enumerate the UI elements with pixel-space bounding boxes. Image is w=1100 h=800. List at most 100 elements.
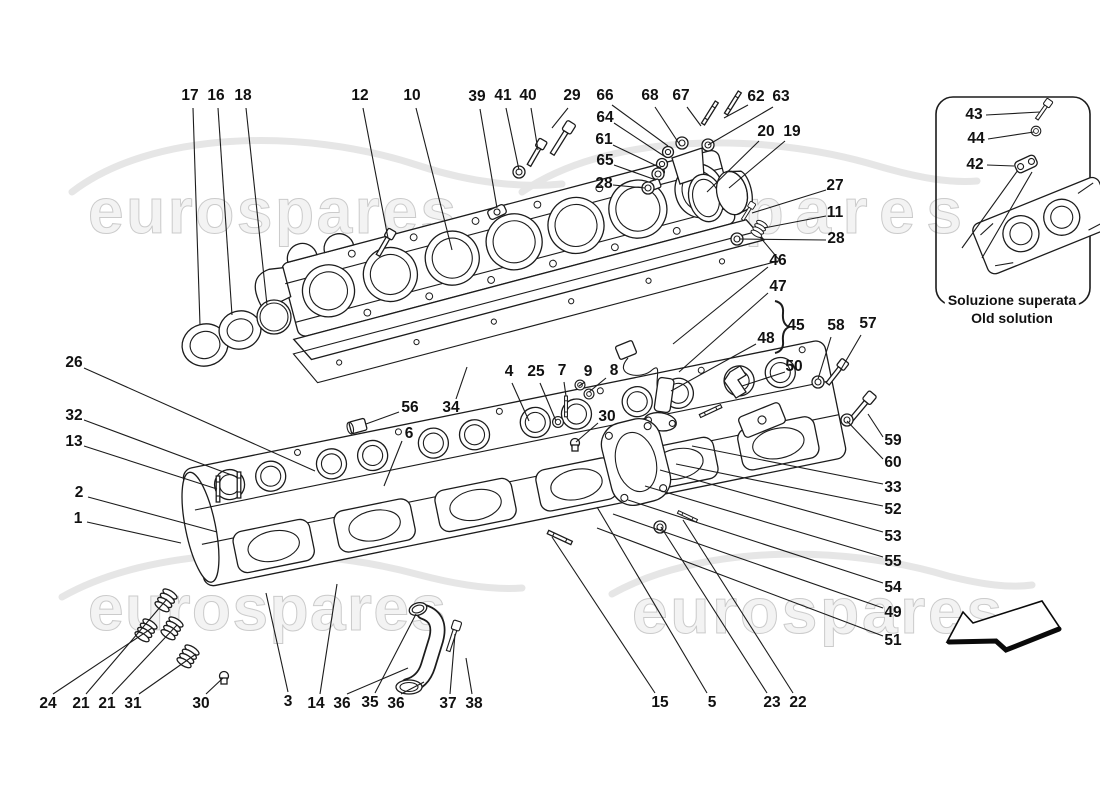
leader-line-11 (763, 215, 827, 229)
leader-line-63 (707, 106, 774, 146)
part-label-31: 31 (124, 695, 142, 712)
part-label-33: 33 (884, 479, 902, 496)
leader-line-50 (741, 371, 786, 387)
leader-line-54 (627, 499, 884, 584)
leader-line-15 (551, 536, 656, 694)
leader-line-40 (530, 107, 539, 151)
part-label-55: 55 (884, 553, 902, 570)
part-label-47: 47 (769, 278, 787, 295)
part-label-64: 64 (596, 109, 614, 126)
inset-caption-italian: Soluzione superata (944, 292, 1080, 308)
leader-line-17 (192, 107, 201, 326)
part-label-54: 54 (884, 579, 902, 596)
part-label-36: 36 (333, 695, 351, 712)
part-label-1: 1 (73, 510, 83, 527)
leader-line-56 (365, 411, 400, 425)
leader-line-3 (265, 592, 289, 693)
leader-line-67 (686, 106, 702, 127)
leader-line-22 (682, 519, 794, 694)
part-label-29: 29 (563, 87, 581, 104)
leader-line-7 (563, 381, 567, 397)
leader-line-41 (505, 107, 520, 171)
part-label-25: 25 (527, 363, 545, 380)
leader-line-19 (728, 140, 786, 189)
leader-line-31 (138, 653, 197, 695)
part-label-63: 63 (772, 88, 790, 105)
part-label-43: 43 (965, 106, 983, 123)
part-label-28: 28 (827, 230, 845, 247)
leader-line-64 (613, 122, 665, 157)
part-label-61: 61 (595, 131, 613, 148)
part-label-10: 10 (403, 87, 421, 104)
leader-line-65 (613, 164, 657, 181)
leader-line-20 (706, 140, 760, 193)
part-label-48: 48 (757, 330, 775, 347)
leader-line-38 (465, 657, 473, 695)
part-label-26: 26 (65, 354, 83, 371)
leader-line-43 (985, 111, 1041, 116)
part-label-52: 52 (884, 501, 902, 518)
part-label-27: 27 (826, 177, 844, 194)
leader-line-52 (675, 463, 884, 507)
part-label-45: 45 (787, 317, 805, 334)
part-label-30: 30 (598, 408, 616, 425)
part-label-50: 50 (785, 358, 803, 375)
leader-line-44 (987, 131, 1035, 140)
leader-line-34 (455, 366, 468, 400)
part-label-66: 66 (596, 87, 614, 104)
part-label-46: 46 (769, 252, 787, 269)
inset-caption-english: Old solution (968, 310, 1056, 326)
part-label-13: 13 (65, 433, 83, 450)
leader-line-26 (83, 367, 316, 472)
part-label-23: 23 (763, 694, 781, 711)
part-label-4: 4 (504, 363, 514, 380)
leader-line-62 (723, 104, 749, 119)
hardware-parts (132, 90, 878, 695)
leader-line-57 (839, 334, 862, 372)
leader-line-36 (346, 667, 409, 695)
part-label-2: 2 (74, 484, 84, 501)
leader-line-24 (52, 627, 153, 695)
part-label-21: 21 (98, 695, 116, 712)
part-label-42: 42 (966, 156, 984, 173)
part-label-20: 20 (757, 123, 775, 140)
part-label-51: 51 (884, 632, 902, 649)
leader-line-1 (86, 521, 182, 544)
part-label-28: 28 (595, 175, 613, 192)
part-label-7: 7 (557, 362, 567, 379)
leader-line-14 (319, 583, 338, 695)
leader-line-5 (596, 506, 708, 694)
part-label-22: 22 (789, 694, 807, 711)
part-label-17: 17 (181, 87, 199, 104)
part-label-14: 14 (307, 695, 325, 712)
part-label-11: 11 (826, 204, 844, 221)
part-label-60: 60 (884, 454, 902, 471)
leader-line-10 (415, 107, 453, 251)
leader-line-28 (738, 238, 827, 241)
leader-line-49 (612, 513, 884, 609)
leader-line-35 (374, 613, 417, 694)
watermark-swooshes (58, 137, 1036, 601)
part-label-56: 56 (401, 399, 419, 416)
part-label-12: 12 (351, 87, 369, 104)
part-label-3: 3 (283, 693, 293, 710)
part-label-65: 65 (596, 152, 614, 169)
leader-line-36 (400, 681, 425, 695)
part-label-62: 62 (747, 88, 765, 105)
leader-line-37 (449, 633, 456, 695)
part-label-35: 35 (361, 694, 379, 711)
part-label-9: 9 (583, 363, 593, 380)
leader-line-4 (511, 382, 530, 422)
leader-line-16 (217, 107, 233, 316)
part-label-15: 15 (651, 694, 669, 711)
part-label-57: 57 (859, 315, 877, 332)
leader-line-29 (551, 107, 569, 129)
part-label-38: 38 (465, 695, 483, 712)
leader-line-28 (612, 184, 646, 189)
leader-line-18 (245, 107, 268, 306)
part-label-30: 30 (192, 695, 210, 712)
leader-line-21 (85, 598, 168, 695)
leader-line-39 (479, 108, 498, 209)
leader-lines (52, 104, 1041, 695)
